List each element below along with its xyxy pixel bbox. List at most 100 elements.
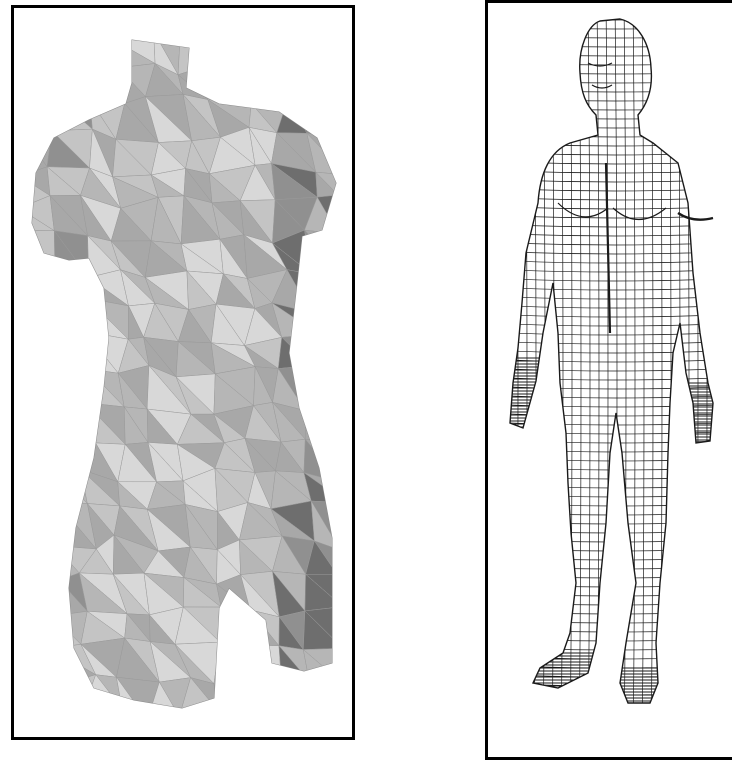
- torso-facet: [242, 684, 273, 707]
- wire-line: [488, 548, 732, 551]
- wire-detail: [592, 85, 612, 88]
- torso-facet: [17, 540, 60, 580]
- torso-facet: [274, 28, 310, 72]
- torso-facet: [27, 334, 50, 368]
- torso-facet: [318, 334, 341, 377]
- wire-line: [488, 638, 732, 641]
- torso-facet: [309, 65, 343, 107]
- torso-facet: [25, 310, 59, 339]
- torso-facet: [220, 642, 242, 684]
- torso-facet: [49, 368, 88, 403]
- wire-line: [488, 485, 732, 488]
- torso-facet: [32, 66, 56, 97]
- wire-line: [488, 350, 732, 353]
- torso-facet: [26, 230, 55, 269]
- wire-line: [488, 494, 732, 497]
- wire-line: [507, 3, 509, 757]
- torso-facet: [87, 33, 119, 68]
- torso-facet: [215, 63, 251, 104]
- torso-facet: [24, 475, 56, 510]
- torso-facet: [56, 684, 79, 721]
- wire-line: [678, 3, 680, 757]
- torso-facet: [313, 26, 338, 74]
- wire-line: [488, 233, 732, 236]
- torso-facet: [305, 366, 345, 415]
- torso-facet: [178, 38, 215, 75]
- torso-facet: [24, 29, 49, 66]
- wire-line: [705, 3, 707, 757]
- torso-facet: [49, 29, 96, 62]
- torso-facet: [220, 607, 239, 645]
- torso-facet: [242, 680, 281, 705]
- torso-facet: [283, 28, 313, 65]
- torso-facet: [49, 29, 96, 66]
- torso-facet: [26, 571, 60, 616]
- torso-facet: [16, 269, 59, 310]
- torso-facet: [51, 310, 85, 339]
- torso-facet: [27, 334, 48, 374]
- torso-facet: [311, 313, 341, 338]
- torso-facet: [304, 230, 349, 278]
- torso-facet: [249, 64, 288, 98]
- torso-mesh-panel: [11, 5, 355, 740]
- torso-facet: [16, 273, 59, 313]
- wire-line: [488, 89, 732, 92]
- wire-line: [488, 629, 732, 632]
- wire-line: [488, 701, 732, 704]
- wire-line: [488, 656, 732, 659]
- torso-facet: [90, 62, 125, 103]
- torso-facet: [30, 374, 56, 403]
- wire-line: [552, 3, 554, 757]
- wire-line: [488, 557, 732, 560]
- wire-line: [696, 3, 698, 757]
- wire-line: [488, 566, 732, 569]
- wire-line: [488, 575, 732, 578]
- wire-line: [488, 134, 732, 137]
- wire-line: [498, 3, 500, 757]
- wireframe-figure-panel: [485, 0, 732, 760]
- torso-mesh-image: [14, 8, 352, 737]
- wire-line: [488, 152, 732, 155]
- torso-facet: [58, 469, 87, 503]
- torso-facet: [52, 97, 93, 131]
- wire-line: [714, 3, 716, 757]
- torso-facet: [310, 366, 346, 415]
- torso-facet: [19, 97, 55, 131]
- wire-line: [488, 710, 732, 713]
- wire-line: [723, 3, 725, 757]
- torso-facet: [53, 436, 81, 474]
- torso-facet: [208, 63, 251, 104]
- torso-facet: [116, 677, 159, 720]
- wire-line: [570, 3, 572, 757]
- torso-facet: [311, 274, 346, 313]
- wire-line: [488, 539, 732, 542]
- wireframe-human-image: [488, 3, 732, 757]
- wire-line: [488, 107, 732, 110]
- torso-facet: [273, 680, 316, 718]
- wire-line: [488, 197, 732, 200]
- wire-line: [488, 125, 732, 128]
- wire-line: [488, 368, 732, 371]
- wire-detail: [558, 203, 608, 217]
- wire-line: [488, 665, 732, 668]
- wire-line: [488, 341, 732, 344]
- torso-facet: [311, 101, 347, 139]
- torso-facet: [307, 101, 347, 139]
- wire-line: [488, 206, 732, 209]
- torso-facet: [55, 269, 89, 298]
- torso-facet: [248, 28, 283, 72]
- wire-line: [660, 3, 662, 757]
- wire-line: [561, 3, 563, 757]
- torso-facet: [17, 610, 53, 649]
- wire-line: [488, 602, 732, 605]
- torso-facet: [58, 298, 86, 331]
- wire-line: [488, 53, 732, 56]
- torso-facet: [20, 439, 58, 476]
- torso-facet: [19, 75, 55, 108]
- torso-facet: [49, 66, 90, 99]
- wire-line: [488, 683, 732, 686]
- wire-line: [488, 242, 732, 245]
- wire-line: [488, 692, 732, 695]
- wire-line: [488, 26, 732, 29]
- torso-facet: [248, 29, 274, 72]
